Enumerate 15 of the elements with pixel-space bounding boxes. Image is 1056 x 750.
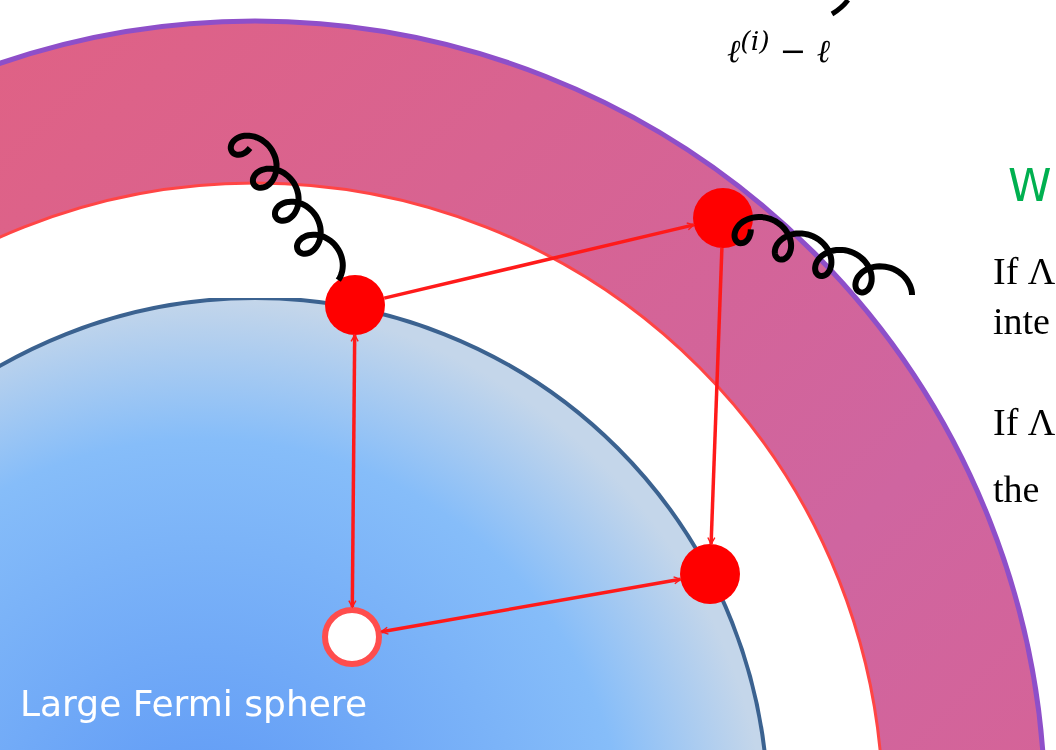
text-fragment: inte (993, 302, 1050, 340)
math-expression: ℓ$^{(i)}$ − ℓ (727, 28, 831, 67)
text-fragment: the (993, 470, 1040, 508)
sphere-label: Large Fermi sphere (20, 683, 368, 724)
arrow (380, 576, 682, 635)
arrow (707, 247, 724, 545)
arrow (348, 334, 359, 608)
text-fragment: If Λ (993, 252, 1056, 290)
text-fragment: If Λ (993, 403, 1056, 441)
particle-dot (680, 544, 740, 604)
gluon-line (731, 214, 915, 296)
arrow (383, 222, 695, 300)
particle-dot (325, 275, 385, 335)
gluon-line (227, 132, 346, 282)
heading-fragment: W (1008, 164, 1052, 208)
